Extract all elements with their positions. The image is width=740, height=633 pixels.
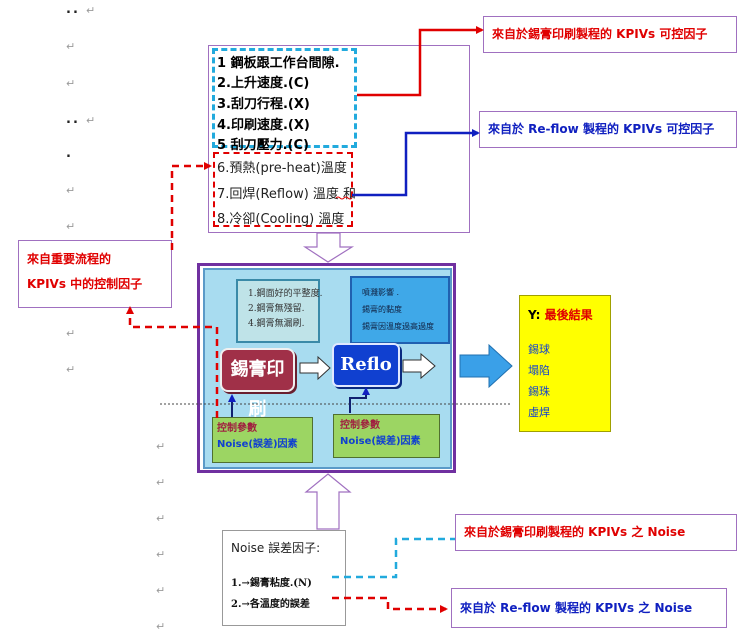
- paragraph-mark: ↵: [66, 77, 76, 90]
- paragraph-mark: ↵: [156, 512, 166, 525]
- up-arrow-from-noise: [304, 473, 352, 530]
- reflow-note-1: 噴濺影響 .: [362, 288, 400, 297]
- noise-item-2: 2.→各溫度的誤差: [231, 599, 310, 610]
- factor-item-2: 2.上升速度.(C): [217, 76, 310, 91]
- result-arrow: [459, 343, 513, 389]
- red-dashed-connector-important: [170, 162, 212, 250]
- print-to-reflow-arrow: [299, 355, 331, 381]
- paragraph-mark: ↵: [66, 363, 76, 376]
- factor-item-8: 8.冷卻(Cooling) 溫度: [217, 212, 345, 227]
- red-dashed-connector-noise: [332, 596, 448, 613]
- print-note-2: 2.鋼膏無殘留.: [248, 304, 305, 314]
- callout-reflow-kpiv: 來自於 Re-flow 製程的 KPIVs 可控因子: [479, 111, 737, 148]
- reflow-note-2: 錫膏的黏度: [362, 305, 402, 314]
- callout-important-line1: 來自重要流程的: [27, 252, 112, 266]
- paragraph-mark: ↵: [86, 4, 96, 17]
- reflow-control-panel: 控制參數 Noise(誤差)因素: [333, 414, 440, 458]
- print-control-label: 控制參數: [217, 423, 257, 434]
- result-title-prefix: Y:: [528, 308, 541, 322]
- paragraph-mark: ↵: [156, 440, 166, 453]
- noise-box-title: Noise 誤差因子:: [231, 541, 321, 555]
- paragraph-mark: ↵: [156, 548, 166, 561]
- paragraph-mark: ↵: [66, 40, 76, 53]
- paragraph-mark: ↵: [66, 220, 76, 233]
- left-margin-dots: ..: [66, 112, 80, 127]
- print-factors-group: [212, 48, 357, 148]
- down-arrow-to-process: [302, 232, 355, 263]
- callout-print-noise: 來自於錫膏印刷製程的 KPIVs 之 Noise: [455, 514, 737, 551]
- result-item-3: 錫珠: [528, 385, 550, 398]
- paragraph-mark: ↵: [66, 327, 76, 340]
- factor-item-6: 6.預熱(pre-heat)溫度: [217, 161, 347, 176]
- cyan-dashed-connector-noise: [332, 537, 455, 579]
- blue-connector-reflow-kpiv: [352, 129, 480, 197]
- result-title: Y: 最後結果: [528, 306, 602, 323]
- reflow-control-label: 控制參數: [340, 420, 380, 431]
- result-box: Y: 最後結果 錫球 塌陷 錫珠 虛焊: [519, 295, 611, 432]
- print-noise-label: Noise(誤差)因素: [217, 439, 298, 450]
- reflow-factors-group: [213, 152, 353, 227]
- red-connector-print-kpiv: [357, 26, 484, 97]
- left-margin-dots: ..: [66, 2, 80, 17]
- print-process-block: 錫膏印刷: [220, 348, 295, 420]
- callout-reflow-noise: 來自於 Re-flow 製程的 KPIVs 之 Noise: [451, 588, 727, 628]
- reflow-process-block: Reflo: [332, 343, 400, 387]
- reflow-noise-label: Noise(誤差)因素: [340, 436, 421, 447]
- reflow-control-link: [349, 387, 370, 413]
- callout-important-line2: KPIVs 中的控制因子: [27, 277, 143, 291]
- factor-item-7: 7.回焊(Reflow) 溫度 和: [217, 187, 357, 202]
- paragraph-mark: ↵: [156, 476, 166, 489]
- result-title-text: 最後結果: [544, 308, 593, 322]
- callout-print-kpiv: 來自於錫膏印刷製程的 KPIVs 可控因子: [483, 16, 737, 53]
- left-margin-dot: .: [66, 146, 73, 161]
- reflow-out-arrow: [402, 352, 436, 380]
- factor-item-4: 4.印刷速度.(X): [217, 118, 310, 133]
- result-item-1: 錫球: [528, 343, 550, 356]
- reflow-notes-panel: 噴濺影響 . 錫膏的黏度 錫膏因溫度過高過度: [350, 276, 450, 344]
- print-notes-panel: 1.鋼面好的平整度. 2.鋼膏無殘留. 4.鋼膏無漏刷.: [236, 279, 323, 343]
- noise-box: Noise 誤差因子: 1.→錫膏粘度.(N) 2.→各溫度的誤差: [222, 530, 346, 626]
- paragraph-mark: ↵: [156, 620, 166, 633]
- result-item-4: 虛焊: [528, 406, 550, 419]
- factor-item-5: 5 刮刀壓力.(C): [217, 138, 309, 153]
- paragraph-mark: ↵: [66, 184, 76, 197]
- callout-important-kpiv: 來自重要流程的 KPIVs 中的控制因子: [18, 240, 172, 308]
- paragraph-mark: ↵: [86, 114, 96, 127]
- factor-item-3: 3.刮刀行程.(X): [217, 97, 310, 112]
- reflow-note-3: 錫膏因溫度過高過度: [362, 322, 434, 331]
- print-control-panel: 控制參數 Noise(誤差)因素: [212, 417, 313, 463]
- factor-item-1: 1 鋼板跟工作台間隙.: [217, 56, 340, 71]
- red-dashed-connector-control: [126, 306, 219, 418]
- print-note-3: 4.鋼膏無漏刷.: [248, 319, 305, 329]
- spellcheck-underline: [335, 196, 353, 200]
- noise-item-1: 1.→錫膏粘度.(N): [231, 578, 312, 589]
- paragraph-mark: ↵: [156, 584, 166, 597]
- print-note-1: 1.鋼面好的平整度.: [248, 289, 323, 299]
- result-item-2: 塌陷: [528, 364, 550, 377]
